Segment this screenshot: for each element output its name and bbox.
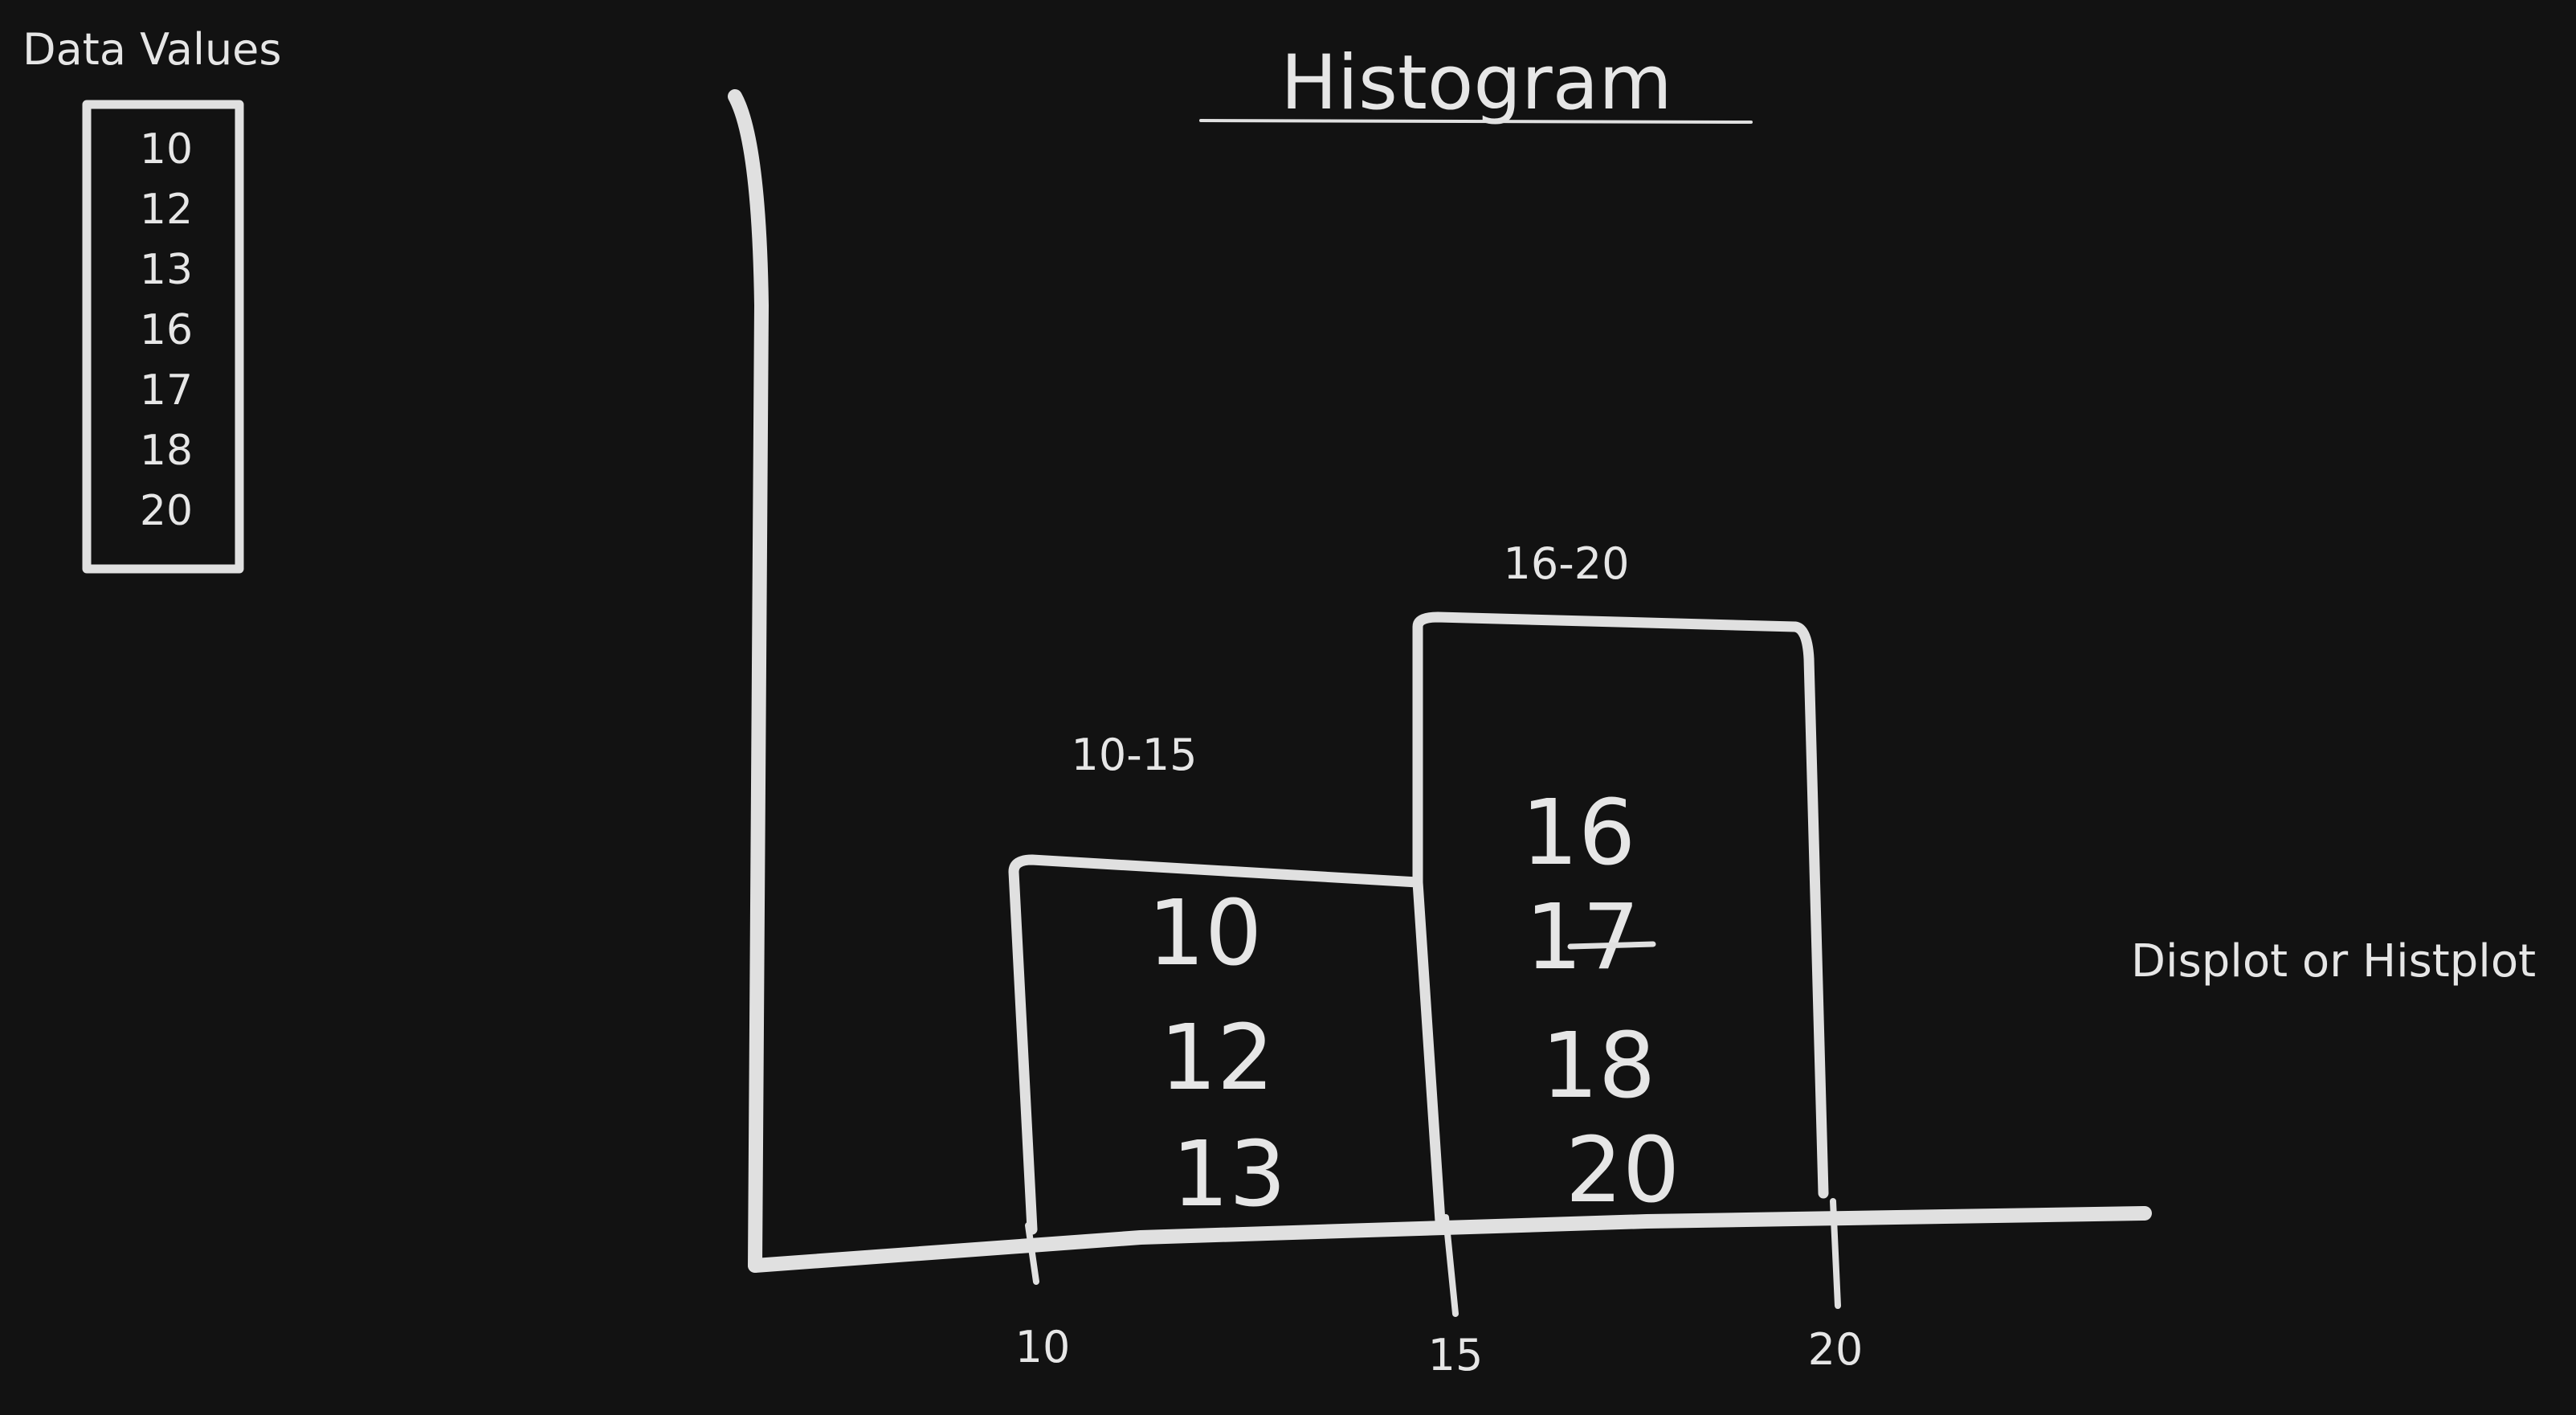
legend-value: 18 <box>140 427 193 475</box>
legend-value: 20 <box>140 487 193 535</box>
histogram-bar <box>1008 854 1446 1235</box>
legend-value: 13 <box>140 246 193 294</box>
bin-label: 10-15 <box>1072 730 1198 780</box>
legend-value: 12 <box>140 186 193 234</box>
legend-value: 17 <box>140 366 193 415</box>
seven-crossbar <box>1567 941 1656 950</box>
x-tick <box>1830 1198 1841 1309</box>
bar-value: 12 <box>1160 1006 1275 1110</box>
title-underline <box>1199 119 1753 124</box>
bar-value: 18 <box>1541 1014 1656 1119</box>
legend-value: 16 <box>140 306 193 354</box>
x-tick-label: 20 <box>1808 1324 1864 1375</box>
side-note: Displot or Histplot <box>2131 935 2536 988</box>
histogram-bar <box>1412 611 1829 1199</box>
bar-value: 16 <box>1521 781 1636 885</box>
bar-value: 17 <box>1525 885 1640 990</box>
x-axis <box>748 1206 2152 1273</box>
x-tick-label: 10 <box>1015 1322 1071 1372</box>
legend-title: Data Values <box>22 24 282 75</box>
chart-title: Histogram <box>1280 39 1672 127</box>
y-axis <box>728 89 769 1273</box>
bar-value: 10 <box>1148 881 1263 986</box>
bin-label: 16-20 <box>1504 538 1630 589</box>
bar-value: 20 <box>1566 1119 1680 1223</box>
x-tick <box>1443 1214 1459 1317</box>
legend-box <box>82 100 244 574</box>
legend-value: 10 <box>140 125 193 174</box>
x-tick-label: 15 <box>1428 1330 1484 1380</box>
bar-value: 13 <box>1172 1123 1287 1227</box>
x-tick <box>1025 1222 1039 1285</box>
